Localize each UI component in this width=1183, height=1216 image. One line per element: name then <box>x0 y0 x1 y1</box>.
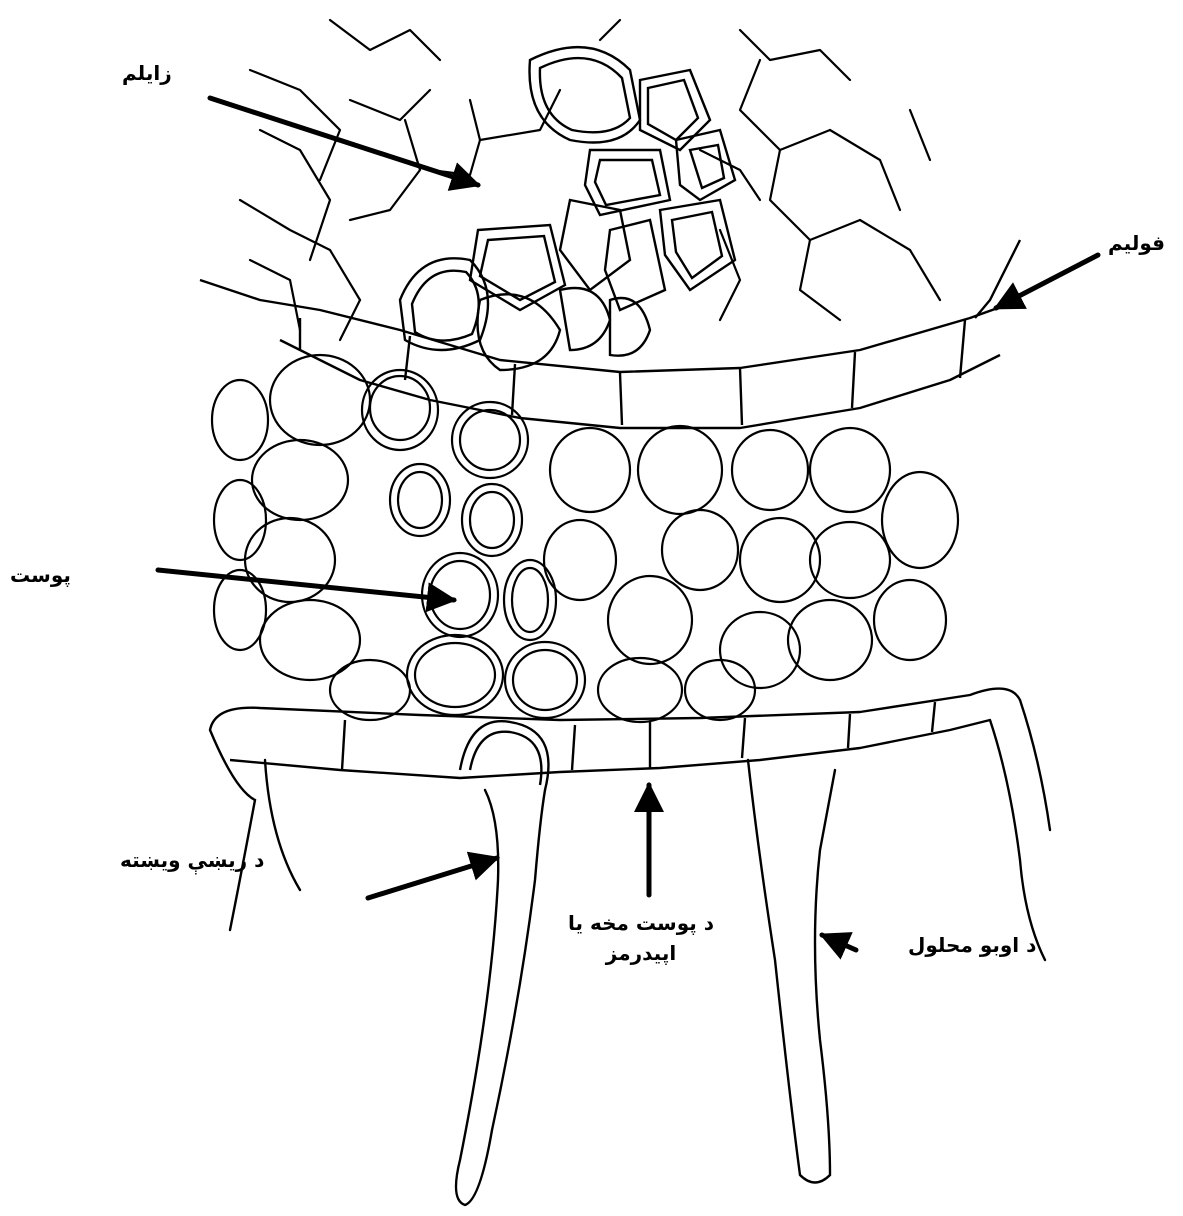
xylem-arrow <box>210 98 478 185</box>
epidermis-label: د پوست مخه یا اپیدرمز <box>556 908 726 968</box>
epidermis-layer <box>210 689 1020 790</box>
water-solution-label: د اوبو محلول <box>908 930 1036 960</box>
cortex-arrow <box>158 570 454 600</box>
xylem-label: زایلم <box>122 58 172 88</box>
root-hair-arrow <box>368 858 497 898</box>
cortex-label: پوست <box>10 560 71 590</box>
epidermis-label-line2: اپیدرمز <box>556 938 726 968</box>
water-solution-arrow <box>822 935 856 950</box>
xylem-vessels <box>400 47 735 370</box>
epidermis-label-line1: د پوست مخه یا <box>556 908 726 938</box>
root-hair-label: د ریښې ویښته <box>120 845 264 875</box>
phloem-label: فولیم <box>1108 228 1165 258</box>
phloem-arrow <box>996 255 1098 308</box>
